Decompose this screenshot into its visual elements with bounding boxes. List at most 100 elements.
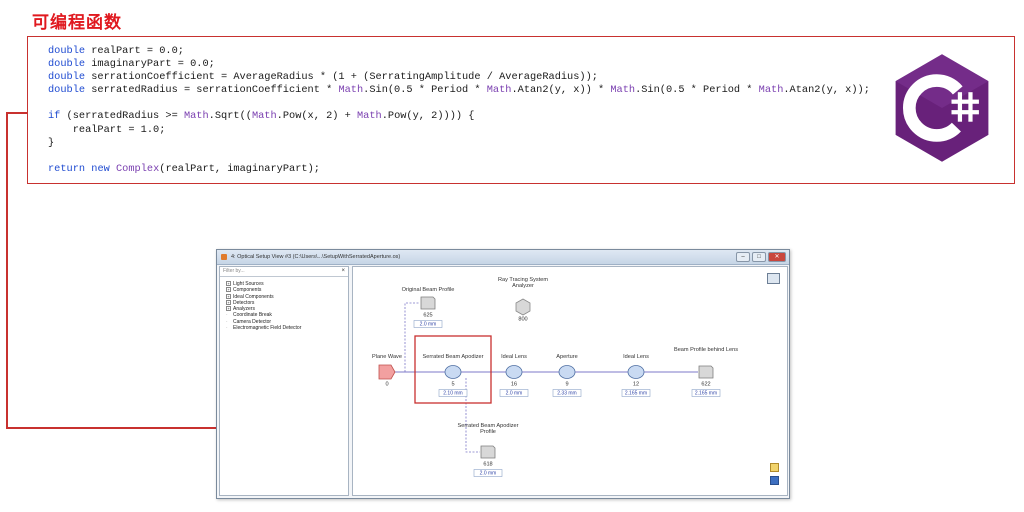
node-param-box[interactable]	[499, 389, 529, 397]
node-id: 9	[565, 382, 568, 388]
optical-setup-window[interactable]: 4: Optical Setup View #3 (C:\Users\...\S…	[216, 249, 790, 499]
catalog-item[interactable]: ·Coordinate Break	[226, 312, 348, 318]
code-frame: double realPart = 0.0;double imaginaryPa…	[27, 36, 1015, 184]
code-keyword: double	[48, 58, 86, 71]
node-param-box[interactable]	[413, 320, 443, 328]
code-line: if (serratedRadius >= Math.Sqrt((Math.Po…	[48, 110, 870, 123]
info-icon[interactable]	[770, 476, 779, 485]
code-text: .Pow(x, 2) +	[276, 110, 357, 123]
catalog-item[interactable]: ·Electromagnetic Field Detector	[226, 325, 348, 331]
catalog-item[interactable]: +Light Sources	[226, 281, 348, 287]
code-line: double realPart = 0.0;	[48, 45, 870, 58]
code-type: Math	[610, 84, 636, 97]
code-keyword: double	[48, 71, 86, 84]
code-text: (serratedRadius >=	[60, 110, 184, 123]
light-source-icon	[378, 364, 396, 380]
filter-input[interactable]: Filter by... ×	[220, 267, 348, 277]
code-text: realPart = 1.0;	[48, 123, 166, 136]
expand-icon[interactable]: +	[226, 281, 231, 287]
code-text: .Atan2(y, x)) *	[511, 84, 611, 97]
code-line	[48, 150, 870, 163]
node-label: Serrated Beam Apodizer	[423, 354, 484, 360]
diagram-node[interactable]: Original Beam Profile 625 2.0 mm	[402, 287, 455, 328]
node-label: Aperture	[556, 354, 577, 360]
code-text: }	[48, 136, 55, 149]
code-keyword: return	[48, 162, 86, 175]
code-line	[48, 97, 870, 110]
node-id: 12	[633, 382, 639, 388]
code-type: Math	[183, 110, 209, 123]
node-id: 16	[511, 382, 517, 388]
catalog-item-label: Analyzers	[233, 306, 255, 313]
code-text: (realPart, imaginaryPart);	[159, 162, 320, 175]
node-param: 2.10 mm	[443, 391, 462, 397]
node-param-box[interactable]	[438, 389, 468, 397]
window-titlebar[interactable]: 4: Optical Setup View #3 (C:\Users\...\S…	[217, 250, 789, 265]
code-text: .Atan2(y, x));	[783, 84, 870, 97]
expand-icon[interactable]: +	[226, 293, 231, 299]
node-param: 2.0 mm	[480, 471, 497, 477]
maximize-button[interactable]: □	[752, 252, 766, 262]
component-icon	[627, 365, 645, 379]
node-param-box[interactable]	[552, 389, 582, 397]
filter-clear-icon[interactable]: ×	[341, 268, 345, 274]
catalog-item[interactable]: +Components	[226, 287, 348, 293]
node-label: Beam Profile behind Lens	[674, 347, 738, 353]
node-id: 618	[483, 462, 492, 468]
catalog-item-label: Components	[233, 287, 262, 294]
catalog-item[interactable]: ·Camera Detector	[226, 319, 348, 325]
node-id: 0	[385, 382, 388, 388]
component-icon	[505, 365, 523, 379]
close-button[interactable]: ✕	[768, 252, 786, 262]
catalog-item[interactable]: +Analyzers	[226, 306, 348, 312]
catalog-item[interactable]: +Detectors	[226, 300, 348, 306]
link-to-apodizer-profile	[465, 378, 480, 453]
node-param-box[interactable]	[621, 389, 651, 397]
view-toggle-icon[interactable]	[767, 273, 780, 284]
code-type: Math	[251, 110, 277, 123]
code-block: double realPart = 0.0;double imaginaryPa…	[48, 45, 870, 176]
csharp-logo-icon	[895, 54, 989, 162]
node-label: Original Beam Profile	[402, 287, 455, 293]
analyzer-icon	[515, 298, 531, 316]
catalog-tree: +Light Sources+Components+Ideal Componen…	[220, 277, 348, 331]
minimize-button[interactable]: –	[736, 252, 750, 262]
node-label: Ideal Lens	[501, 354, 527, 360]
node-param-box[interactable]	[691, 389, 721, 397]
code-line: double imaginaryPart = 0.0;	[48, 58, 870, 71]
component-icon	[558, 365, 576, 379]
properties-icon[interactable]	[770, 463, 779, 472]
catalog-item-label: Coordinate Break	[233, 312, 272, 319]
expand-icon[interactable]: +	[226, 306, 231, 312]
code-type: Math	[758, 84, 784, 97]
catalog-item-label: Camera Detector	[233, 318, 272, 325]
code-type: Math	[486, 84, 512, 97]
node-param: 2.0 mm	[420, 322, 437, 328]
expand-icon[interactable]: +	[226, 287, 231, 293]
node-param-box[interactable]	[473, 469, 503, 477]
expand-icon[interactable]: +	[226, 300, 231, 306]
code-line: realPart = 1.0;	[48, 124, 870, 137]
code-keyword: double	[48, 84, 86, 97]
code-line: return new Complex(realPart, imaginaryPa…	[48, 163, 870, 176]
node-id: 625	[423, 313, 432, 319]
catalog-item[interactable]: +Ideal Components	[226, 294, 348, 300]
code-line: double serrationCoefficient = AverageRad…	[48, 71, 870, 84]
code-text: serratedRadius = serrationCoefficient *	[85, 84, 339, 97]
code-type: Math	[357, 110, 382, 123]
code-line: double serratedRadius = serrationCoeffic…	[48, 84, 870, 97]
code-keyword: double	[48, 45, 86, 57]
node-id: 622	[701, 382, 710, 388]
code-text: realPart = 0.0;	[85, 45, 184, 57]
csharp-hash	[951, 92, 979, 122]
